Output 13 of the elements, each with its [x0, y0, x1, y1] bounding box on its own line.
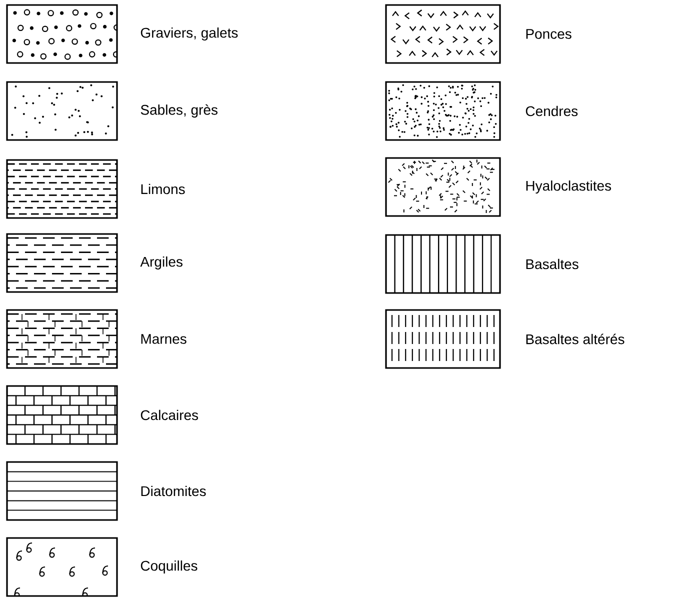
legend-label: Basaltes altérés	[526, 334, 624, 344]
legend-label: Diatomites	[141, 486, 206, 496]
legend-label: Hyaloclastites	[526, 180, 612, 194]
legend-label: Graviers, galets	[140, 27, 238, 41]
legend-label: Coquilles	[140, 560, 198, 574]
legend-label: Cendres	[526, 106, 578, 116]
legend-label: Argiles	[140, 256, 182, 270]
legend-label: Basaltes	[526, 258, 578, 270]
legend-label: Calcaires	[140, 410, 198, 420]
legend-label: Sables, grès	[140, 104, 218, 118]
legend-label: Limons	[141, 184, 185, 194]
legend-label: Ponces	[526, 29, 572, 39]
legend-label: Marnes	[141, 334, 186, 344]
